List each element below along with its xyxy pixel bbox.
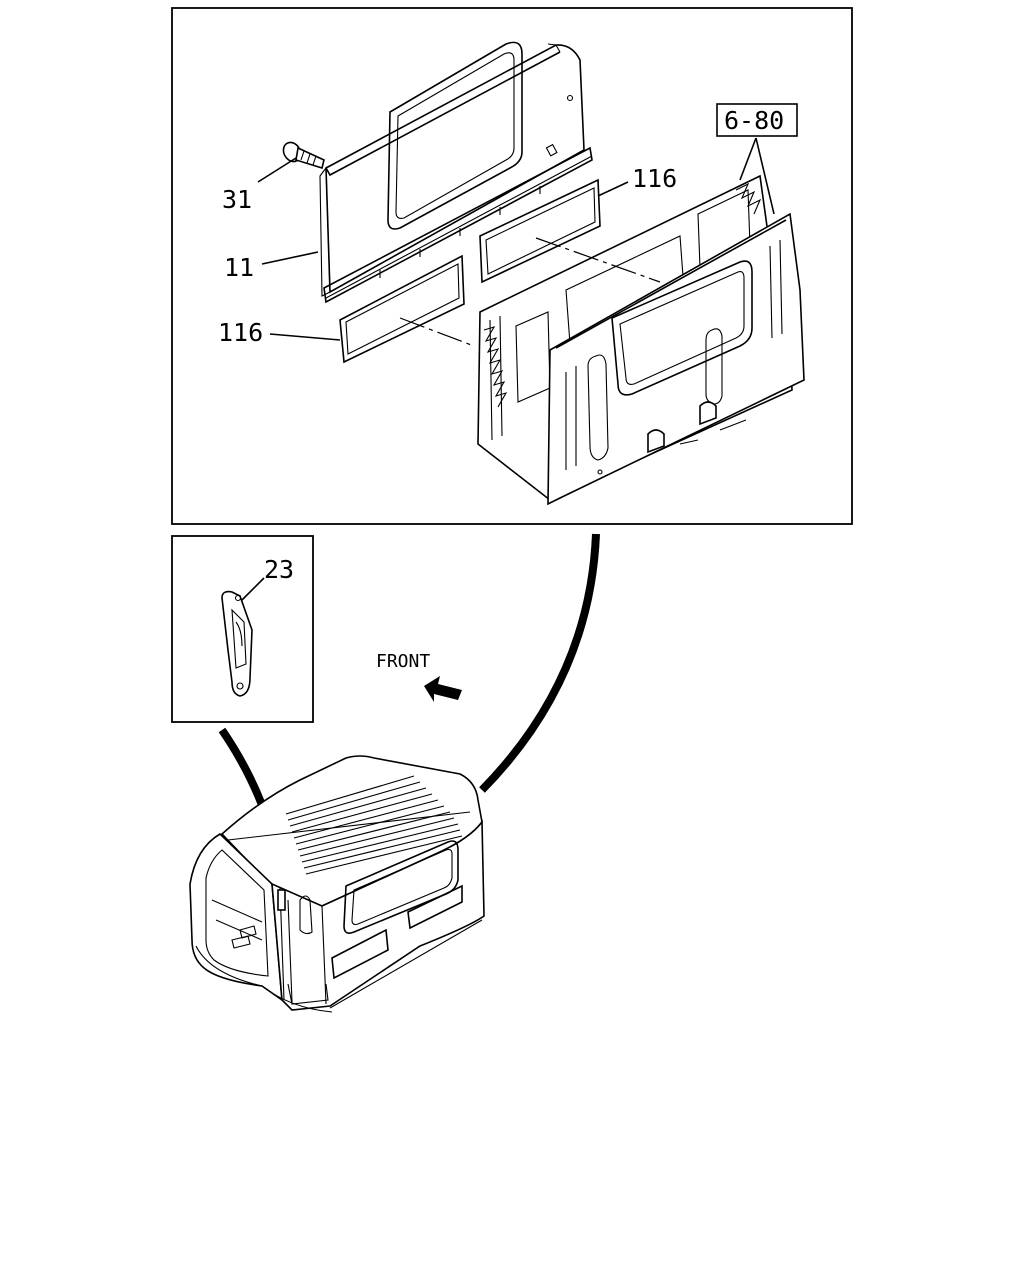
alignment-line-lower xyxy=(399,317,475,347)
clip-detail-frame xyxy=(171,535,314,723)
arrow-up-left-icon xyxy=(424,676,462,702)
part-116-lower-label: 116 xyxy=(218,318,263,347)
rear-trim-panel xyxy=(319,41,593,304)
main-detail-frame xyxy=(171,7,853,525)
part-116-upper-label: 116 xyxy=(632,164,677,193)
insulator-pad-lower xyxy=(339,254,465,364)
leader-6-80-a xyxy=(739,137,757,181)
leader-31 xyxy=(257,157,297,183)
cab-overview xyxy=(189,755,485,1013)
leader-6-80-b xyxy=(755,137,775,215)
part-31-label: 31 xyxy=(222,185,252,214)
part-23-label: 23 xyxy=(264,555,294,584)
front-label: FRONT xyxy=(376,651,430,672)
ref-6-80-box xyxy=(716,103,798,137)
insulator-pad-upper xyxy=(479,178,601,284)
leader-116-upper xyxy=(597,181,629,197)
screw xyxy=(282,141,325,170)
callout-arc-rear xyxy=(479,533,600,793)
part-11-label: 11 xyxy=(224,253,254,282)
leader-23 xyxy=(241,577,265,601)
ref-6-80-label: 6-80 xyxy=(724,106,784,135)
cab-rear-panel xyxy=(477,174,805,506)
leader-116-lower xyxy=(269,333,341,341)
leader-11 xyxy=(261,251,319,265)
retainer-clip xyxy=(221,590,253,697)
alignment-line-upper xyxy=(535,237,661,283)
